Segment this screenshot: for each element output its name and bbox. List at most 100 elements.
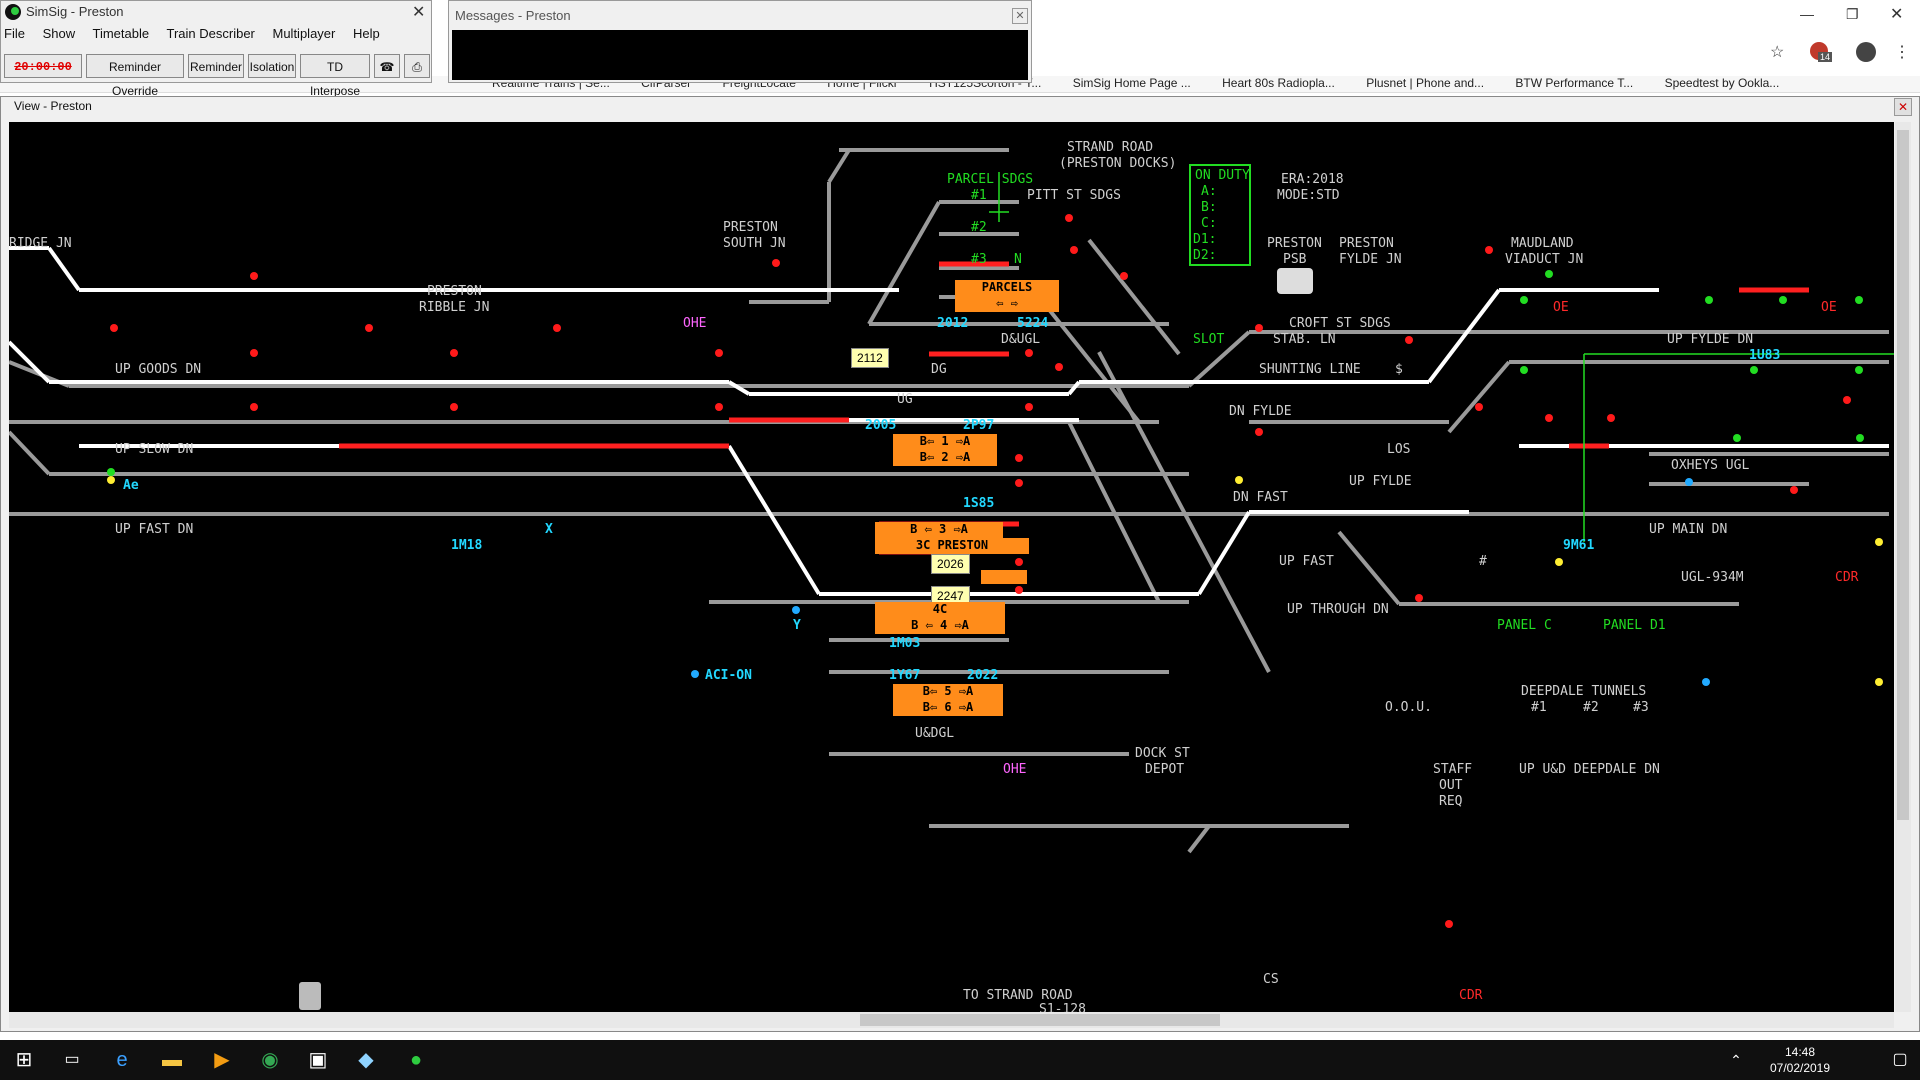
up-fylde-label: UP FYLDE <box>1349 474 1412 489</box>
menu-show[interactable]: Show <box>42 26 76 41</box>
telephone-icon[interactable]: ☎ <box>374 54 400 78</box>
duty-row-a: A: <box>1201 184 1217 199</box>
berth-5224[interactable]: 5224 <box>1017 316 1049 331</box>
berth-1s85[interactable]: 1S85 <box>963 496 995 511</box>
berth-2022[interactable]: 2022 <box>967 668 999 683</box>
file-explorer-icon[interactable]: ▬ <box>162 1049 182 1071</box>
platform-3: B ⇦ 3 ⇨A <box>875 522 1003 538</box>
dollar-label: $ <box>1395 362 1403 377</box>
bookmark-item[interactable]: BTW Performance T... <box>1515 76 1634 90</box>
app-icon[interactable]: ◆ <box>358 1049 374 1071</box>
store-icon[interactable]: ▣ <box>308 1049 328 1071</box>
berth-1m03[interactable]: 1M03 <box>889 636 921 651</box>
view-close-icon[interactable]: ✕ <box>1894 98 1912 116</box>
parcels-platform: PARCELS <box>955 280 1059 296</box>
isolation-button[interactable]: Isolation <box>248 54 296 78</box>
edge-icon[interactable]: e <box>116 1049 128 1071</box>
berth-9m61[interactable]: 9M61 <box>1563 538 1595 553</box>
berth-2p97[interactable]: 2P97 <box>963 418 995 433</box>
vertical-scroll-thumb[interactable] <box>1897 130 1909 820</box>
berth-2012[interactable]: 2012 <box>937 316 969 331</box>
taskbar-clock[interactable]: 14:48 07/02/2019 <box>1760 1044 1840 1076</box>
depot-label: DEPOT <box>1145 762 1185 777</box>
simsig-taskbar-icon[interactable]: ● <box>409 1049 423 1071</box>
berth-1m18[interactable]: 1M18 <box>451 538 483 553</box>
messages-list[interactable] <box>452 30 1028 80</box>
berth-2005[interactable]: 2005 <box>865 418 897 433</box>
aci-on-label: ACI-ON <box>705 668 752 683</box>
td-box-2112[interactable]: 2112 <box>851 348 889 368</box>
n-label: N <box>1014 252 1022 267</box>
horizontal-scroll-thumb[interactable] <box>860 1014 1220 1026</box>
bookmark-item[interactable]: Heart 80s Radiopla... <box>1222 76 1335 90</box>
tunnel-3-label: #3 <box>1633 700 1649 715</box>
taskbar-time: 14:48 <box>1784 1045 1816 1059</box>
up-fast-dn-label: UP FAST DN <box>115 522 194 537</box>
chrome-icon[interactable]: ◉ <box>261 1049 279 1071</box>
menu-help[interactable]: Help <box>352 26 380 41</box>
up-fylde-dn-label: UP FYLDE DN <box>1667 332 1754 347</box>
up-slow-dn-label: UP SLOW DN <box>115 442 194 457</box>
up-goods-dn-label: UP GOODS DN <box>115 362 202 377</box>
bookmark-item[interactable]: Speedtest by Ookla... <box>1664 76 1780 90</box>
browser-close-icon[interactable]: ✕ <box>1890 6 1904 23</box>
app-close-icon[interactable]: ✕ <box>412 4 426 21</box>
preston-psb-label: PRESTON <box>1267 236 1322 251</box>
panel-d1-label: PANEL D1 <box>1603 618 1666 633</box>
profile-avatar[interactable] <box>1856 42 1876 62</box>
preston-ribble-label: PRESTON <box>427 284 482 299</box>
taskbar-date: 07/02/2019 <box>1769 1061 1831 1075</box>
print-icon[interactable]: ⎙ <box>404 54 430 78</box>
td-interpose-button[interactable]: TD Interpose <box>300 54 370 98</box>
mode-label: MODE:STD <box>1277 188 1340 203</box>
berth-1y67[interactable]: 1Y67 <box>889 668 921 683</box>
menu-multiplayer[interactable]: Multiplayer <box>272 26 336 41</box>
ridge-jn-label: RIDGE JN <box>9 236 72 251</box>
duty-row-b: B: <box>1201 200 1217 215</box>
messages-close-icon[interactable]: ✕ <box>1012 8 1028 24</box>
panel-c-label: PANEL C <box>1497 618 1552 633</box>
windows-start-icon[interactable]: ⊞ <box>15 1049 33 1071</box>
siding-3-label: #3 <box>971 252 987 267</box>
dn-fast-label: DN FAST <box>1233 490 1288 505</box>
task-view-icon[interactable]: ▭ <box>64 1051 80 1068</box>
notifications-icon[interactable]: ▢ <box>1892 1051 1908 1068</box>
media-player-icon[interactable]: ▶ <box>214 1049 230 1071</box>
psb-telephone-icon[interactable] <box>1277 268 1313 294</box>
preston-south-label: PRESTON <box>723 220 778 235</box>
chrome-menu-icon[interactable]: ⋮ <box>1894 44 1910 61</box>
menu-train-describer[interactable]: Train Describer <box>166 26 255 41</box>
menu-file[interactable]: File <box>4 26 25 41</box>
south-jn-label: SOUTH JN <box>723 236 786 251</box>
reminder-button[interactable]: Reminder <box>188 54 244 78</box>
cdr-label-bottom: CDR <box>1459 988 1483 1003</box>
bookmark-item[interactable]: SimSig Home Page ... <box>1072 76 1191 90</box>
parcel-sdgs-label: PARCEL SDGS <box>947 172 1034 187</box>
staff-req-label[interactable]: REQ <box>1439 794 1463 809</box>
bookmark-star-icon[interactable]: ☆ <box>1770 44 1785 61</box>
tray-icons[interactable]: ⌃ <box>1730 1052 1742 1068</box>
staff-out-label[interactable]: OUT <box>1439 778 1463 793</box>
platform-4c: 4C <box>875 602 1005 618</box>
cs-label: CS <box>1263 972 1279 987</box>
oxheys-ugl-label: OXHEYS UGL <box>1671 458 1750 473</box>
app-title: SimSig - Preston <box>26 4 124 19</box>
signalling-panel[interactable]: STRAND ROAD (PRESTON DOCKS) PARCEL SDGS … <box>9 122 1894 1012</box>
game-clock[interactable]: 20:00:00 <box>4 54 82 78</box>
up-fast-label: UP FAST <box>1279 554 1334 569</box>
s1-128-label: S1-128 <box>1039 1002 1086 1012</box>
minimize-icon[interactable]: — <box>1800 6 1814 22</box>
platform-block <box>981 570 1027 584</box>
deepdale-tunnels-label: DEEPDALE TUNNELS <box>1521 684 1647 699</box>
bookmark-item[interactable]: Plusnet | Phone and... <box>1366 76 1485 90</box>
td-box-2026[interactable]: 2026 <box>931 554 970 574</box>
reminder-override-button[interactable]: Reminder Override <box>86 54 184 98</box>
strand-road-label: STRAND ROAD <box>1067 140 1154 155</box>
dg-label: DG <box>931 362 947 377</box>
berth-1u83[interactable]: 1U83 <box>1749 348 1781 363</box>
platform-4: B ⇦ 4 ⇨A <box>875 618 1005 634</box>
dugl-label: D&UGL <box>1001 332 1041 347</box>
restore-icon[interactable]: ❐ <box>1846 6 1859 22</box>
phone-box-icon[interactable] <box>299 982 321 1010</box>
menu-timetable[interactable]: Timetable <box>92 26 150 41</box>
